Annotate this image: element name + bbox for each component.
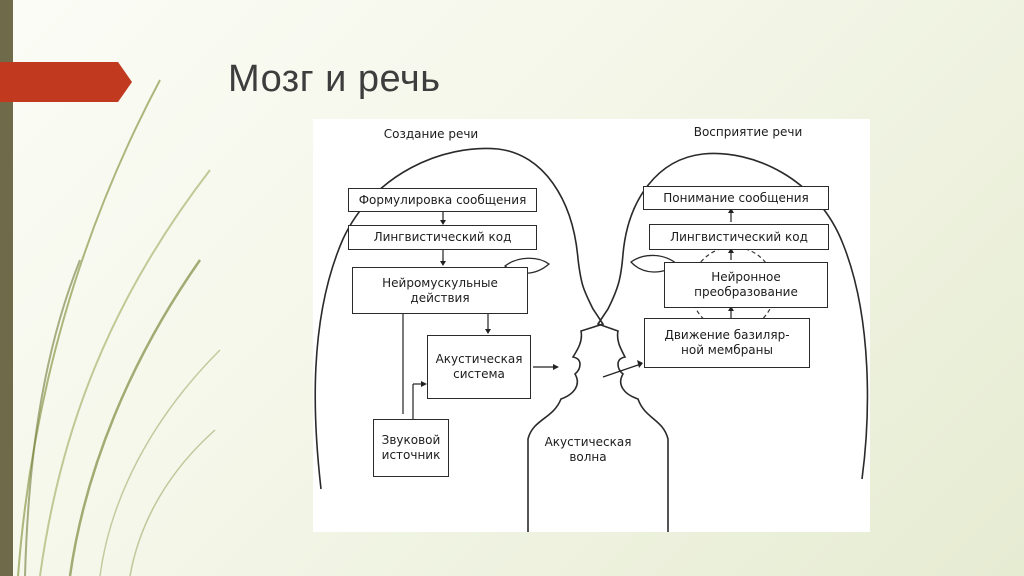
- box-basilar-membrane: Движение базиляр- ной мембраны: [644, 318, 810, 368]
- box-basilar-line1: Движение базиляр-: [664, 328, 790, 342]
- box-neuromuscular-line2: действия: [410, 290, 470, 305]
- slide-title: Мозг и речь: [228, 58, 441, 100]
- box-acoustic-line2: система: [453, 367, 505, 381]
- box-basilar-line2: ной мембраны: [681, 343, 773, 357]
- box-neuromuscular-line1: Нейромускульные: [382, 275, 498, 290]
- left-head-outline: [314, 147, 605, 532]
- left-head-label: Создание речи: [383, 127, 479, 141]
- box-acoustic-system: Акустическая система: [427, 335, 531, 399]
- box-understanding: Понимание сообщения: [643, 186, 829, 210]
- box-sound-source: Звуковой источник: [373, 419, 449, 477]
- box-linguistic-code-left: Лингвистический код: [348, 225, 537, 250]
- box-neural-line2: преобразование: [694, 285, 798, 299]
- box-source-line2: источник: [381, 448, 441, 462]
- acoustic-wave-label-line1: Акустическая: [544, 435, 632, 449]
- acoustic-wave-label-line2: волна: [569, 450, 607, 464]
- left-sidebar-strip: [0, 0, 13, 576]
- right-head-outline: [596, 152, 869, 532]
- right-head-label: Восприятие речи: [693, 125, 803, 139]
- box-neural-transform: Нейронное преобразование: [664, 262, 828, 308]
- box-neural-line1: Нейронное: [711, 270, 781, 284]
- speech-diagram: Создание речи Восприятие речи Формулиров…: [313, 119, 870, 532]
- box-acoustic-line1: Акустическая: [435, 352, 523, 366]
- box-formulation: Формулировка сообщения: [348, 188, 537, 212]
- box-neuromuscular: Нейромускульные действия: [352, 267, 528, 314]
- acoustic-wave-label: Акустическая волна: [528, 435, 648, 465]
- box-source-line1: Звуковой: [381, 433, 441, 447]
- box-linguistic-code-right: Лингвистический код: [649, 224, 829, 250]
- title-accent-arrow: [0, 62, 132, 102]
